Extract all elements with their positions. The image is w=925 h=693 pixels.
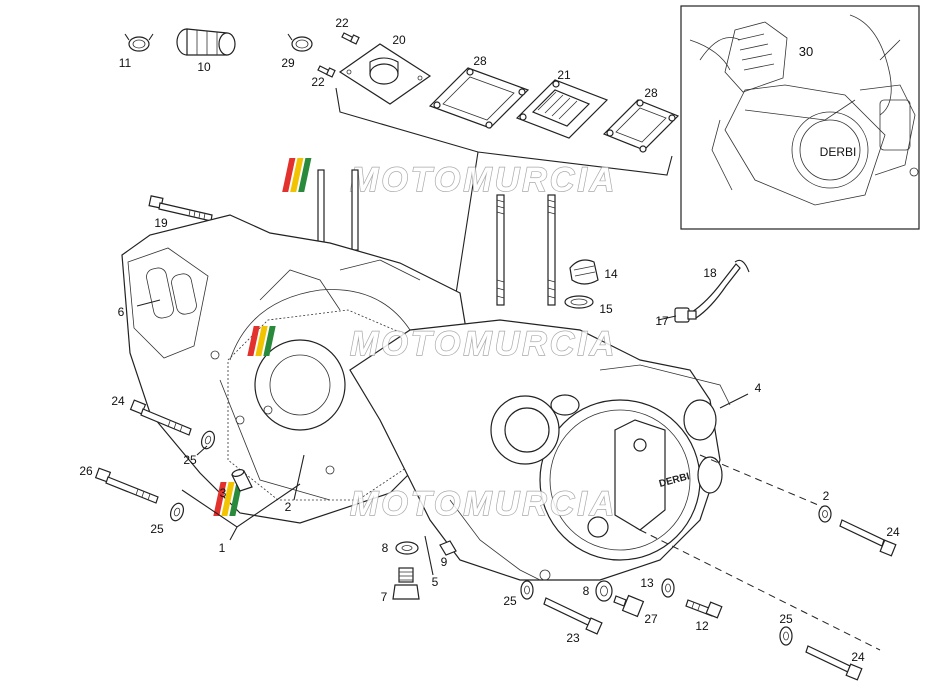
watermark-text-middle: MOTOMURCIA (350, 325, 617, 363)
callout-25-upper: 25 (183, 453, 197, 467)
drain-plug-7 (392, 567, 420, 600)
callout-26: 26 (79, 464, 93, 478)
washer-15 (564, 295, 594, 309)
bolt-12 (685, 599, 723, 619)
callout-4: 4 (755, 381, 762, 395)
callout-22-bottom: 22 (311, 75, 325, 89)
dowel-3 (231, 468, 253, 492)
leader-2-left (293, 454, 305, 501)
screw-22-bottom (317, 65, 336, 78)
washer-13 (661, 578, 675, 598)
bolt-23 (543, 597, 603, 635)
callout-5: 5 (432, 575, 439, 589)
reed-valve-21 (515, 79, 609, 139)
gasket-28-left (428, 67, 530, 129)
bolt-27 (613, 594, 645, 618)
washer-8-right (595, 580, 613, 602)
watermark-text-bottom: MOTOMURCIA (350, 485, 617, 523)
bolt-26 (94, 467, 159, 504)
leader-6 (136, 299, 161, 307)
washer-2-right (818, 505, 832, 523)
callout-24-right-upper: 24 (886, 525, 900, 539)
bolt-24-left (129, 399, 192, 436)
callout-25-mid: 25 (503, 594, 517, 608)
callout-28-left: 28 (473, 54, 487, 68)
leader-4 (719, 393, 749, 409)
screw-22-top (341, 32, 360, 45)
callout-21: 21 (557, 68, 571, 82)
leader-17 (657, 315, 677, 321)
plug-9 (439, 540, 457, 556)
callout-15: 15 (599, 302, 613, 316)
intake-leader (454, 151, 479, 301)
callout-8-right: 8 (583, 584, 590, 598)
inset-cover-logo: DERBI (820, 145, 857, 159)
watermark-text-top: MOTOMURCIA (350, 161, 617, 199)
callout-19: 19 (154, 216, 168, 230)
callout-29: 29 (281, 56, 295, 70)
callout-11: 11 (119, 56, 132, 70)
fitting-17 (674, 307, 697, 323)
engine-inset: 30 DERBI (680, 5, 920, 230)
washer-25-mid (520, 580, 534, 600)
callout-20: 20 (392, 33, 406, 47)
inset-engine-drawing (689, 14, 919, 206)
watermark-top: MOTOMURCIA (282, 158, 617, 200)
clamp-11 (124, 33, 154, 52)
callout-30: 30 (799, 44, 813, 59)
callout-9: 9 (441, 555, 448, 569)
intake-sleeve-10 (176, 28, 236, 56)
leader-5 (424, 535, 434, 576)
callout-23: 23 (566, 631, 580, 645)
washer-25-lower (169, 502, 185, 522)
callout-25-right: 25 (779, 612, 793, 626)
reed-intake-flange-20 (338, 43, 432, 105)
callout-labels: 11 10 29 22 20 22 28 21 28 19 14 15 18 1… (79, 16, 900, 664)
watermark-middle: MOTOMURCIA (247, 324, 617, 364)
callout-13: 13 (640, 576, 654, 590)
callout-28-right: 28 (644, 86, 658, 100)
watermark-bottom: MOTOMURCIA (213, 482, 617, 524)
callout-8-left: 8 (382, 541, 389, 555)
callout-3: 3 (220, 486, 227, 500)
callout-10: 10 (197, 60, 211, 74)
washer-25-right (779, 626, 793, 646)
callout-14: 14 (604, 267, 618, 281)
callout-25-lower: 25 (150, 522, 164, 536)
callout-22-top: 22 (335, 16, 349, 30)
callout-24-right-lower: 24 (851, 650, 865, 664)
bolt-24-right-upper (839, 519, 897, 557)
callout-7: 7 (381, 590, 388, 604)
callout-6: 6 (118, 305, 125, 319)
crankcase-rods (317, 169, 359, 251)
filler-plug-14 (569, 259, 599, 285)
callout-2-right: 2 (823, 489, 830, 503)
crankcase-right: DERBI (349, 319, 731, 581)
leader-25-upper (196, 445, 208, 456)
callout-1: 1 (219, 541, 226, 555)
breather-hose-18 (691, 259, 750, 319)
callout-17: 17 (655, 314, 669, 328)
callout-12: 12 (695, 619, 709, 633)
callout-24-left: 24 (111, 394, 125, 408)
callout-2-left: 2 (285, 500, 292, 514)
callout-27: 27 (644, 612, 658, 626)
callout-18: 18 (703, 266, 717, 280)
clamp-29 (287, 33, 313, 52)
washer-8-left (395, 541, 419, 555)
leader-1 (229, 526, 238, 541)
gasket-28-right (602, 99, 680, 153)
cylinder-studs (496, 194, 556, 306)
axis-line-lower (639, 529, 881, 651)
bolt-24-right-lower (805, 645, 863, 681)
